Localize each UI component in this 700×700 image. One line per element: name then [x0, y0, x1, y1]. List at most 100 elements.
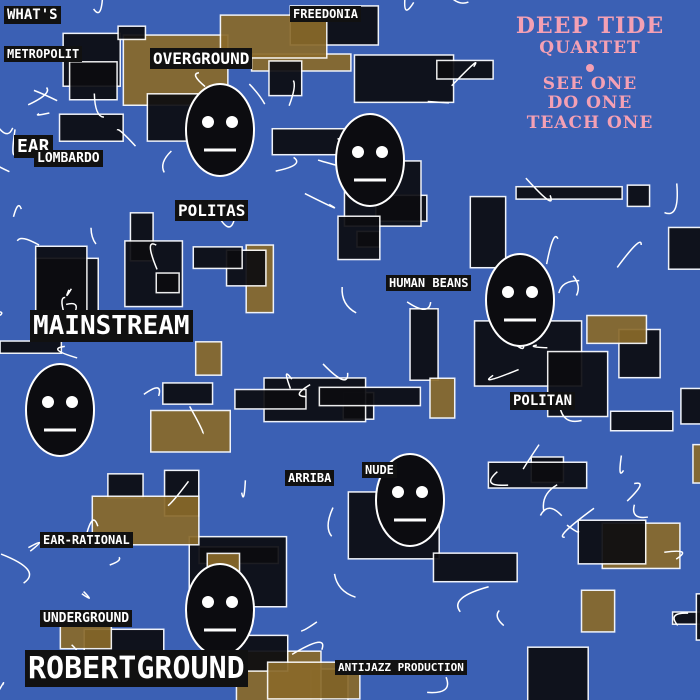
art-mark	[0, 553, 31, 584]
art-mark	[202, 116, 214, 128]
art-mark	[673, 612, 689, 626]
art-mark	[58, 113, 124, 142]
art-mark	[667, 226, 700, 270]
art-mark	[692, 443, 700, 484]
art-mark	[298, 383, 311, 398]
art-mark	[609, 410, 674, 432]
art-mark	[619, 455, 625, 474]
art-mark	[427, 100, 450, 104]
art-mark	[202, 596, 214, 608]
art-mark	[285, 373, 293, 389]
art-mark	[0, 340, 63, 354]
art-mark	[335, 113, 405, 207]
art-mark	[416, 486, 428, 498]
art-mark	[28, 541, 41, 552]
art-mark	[92, 0, 104, 14]
art-mark	[27, 86, 49, 106]
art-mark	[392, 486, 404, 498]
art-mark	[185, 83, 255, 177]
art-mark	[616, 241, 642, 268]
artwork-word: LOMBARDO	[34, 150, 103, 167]
art-mark	[192, 246, 243, 270]
art-mark	[586, 314, 648, 345]
art-mark	[451, 62, 477, 87]
artwork-word: POLITAN	[510, 392, 576, 410]
artwork-word: POLITAS	[175, 200, 249, 221]
art-mark	[436, 59, 494, 80]
art-mark	[162, 150, 172, 173]
art-mark	[318, 386, 422, 407]
art-mark	[234, 388, 307, 410]
art-mark	[0, 127, 14, 135]
art-mark	[566, 524, 580, 533]
art-mark	[248, 83, 266, 105]
art-mark	[188, 406, 204, 435]
artwork-word: HUMAN BEANS	[386, 275, 472, 291]
art-mark	[496, 609, 505, 627]
art-mark	[572, 275, 580, 296]
art-mark	[469, 195, 507, 269]
cover-title: DEEP TIDE QUARTET SEE ONE DO ONE TEACH O…	[490, 13, 690, 133]
art-mark	[542, 484, 558, 511]
artwork-word: ROBERTGROUND	[25, 650, 248, 687]
art-mark	[116, 129, 137, 147]
art-mark	[539, 507, 563, 517]
art-mark	[25, 363, 95, 457]
art-mark	[0, 682, 5, 691]
artist-suffix: QUARTET	[539, 38, 641, 59]
art-mark	[489, 471, 509, 487]
art-mark	[275, 156, 298, 172]
art-mark	[81, 591, 91, 599]
art-mark	[194, 341, 223, 376]
art-mark	[526, 286, 538, 298]
art-mark	[0, 311, 3, 316]
art-mark	[427, 676, 449, 694]
art-mark	[117, 25, 147, 41]
title-line-2: DO ONE	[547, 93, 633, 114]
art-mark	[526, 646, 589, 700]
art-mark	[664, 183, 678, 215]
art-mark	[403, 0, 415, 11]
art-mark	[288, 80, 296, 106]
art-mark	[109, 556, 121, 566]
art-mark	[34, 245, 88, 318]
art-mark	[671, 611, 700, 625]
art-mark	[240, 480, 247, 498]
artwork-word: UNDERGROUND	[40, 610, 133, 627]
art-mark	[452, 0, 469, 4]
art-mark	[487, 461, 588, 489]
art-mark	[66, 396, 78, 408]
art-mark	[33, 89, 58, 102]
art-mark	[167, 480, 190, 507]
art-mark	[561, 507, 595, 539]
art-mark	[664, 550, 684, 560]
art-mark	[580, 589, 616, 633]
art-mark	[149, 243, 158, 270]
art-mark	[680, 387, 700, 425]
artist-name: DEEP TIDE	[515, 13, 665, 39]
art-mark	[322, 363, 349, 381]
art-mark	[300, 621, 318, 632]
art-mark	[522, 444, 540, 470]
art-mark	[12, 204, 23, 218]
art-mark	[68, 61, 118, 101]
title-line-1: SEE ONE	[542, 73, 638, 94]
art-mark	[185, 563, 255, 657]
art-mark	[0, 166, 10, 173]
art-mark	[532, 344, 548, 349]
art-mark	[558, 279, 580, 294]
artwork-word: FREEDONIA	[290, 6, 362, 22]
artwork-word: ARRIBA	[285, 470, 335, 486]
art-mark	[376, 146, 388, 158]
art-mark	[406, 301, 432, 311]
art-mark	[90, 227, 97, 245]
art-mark	[333, 573, 356, 598]
art-mark	[341, 286, 357, 314]
art-mark	[226, 596, 238, 608]
art-mark	[304, 192, 336, 209]
art-mark	[545, 235, 559, 265]
art-mark	[268, 60, 303, 97]
art-mark	[93, 93, 105, 118]
art-mark	[432, 552, 518, 583]
